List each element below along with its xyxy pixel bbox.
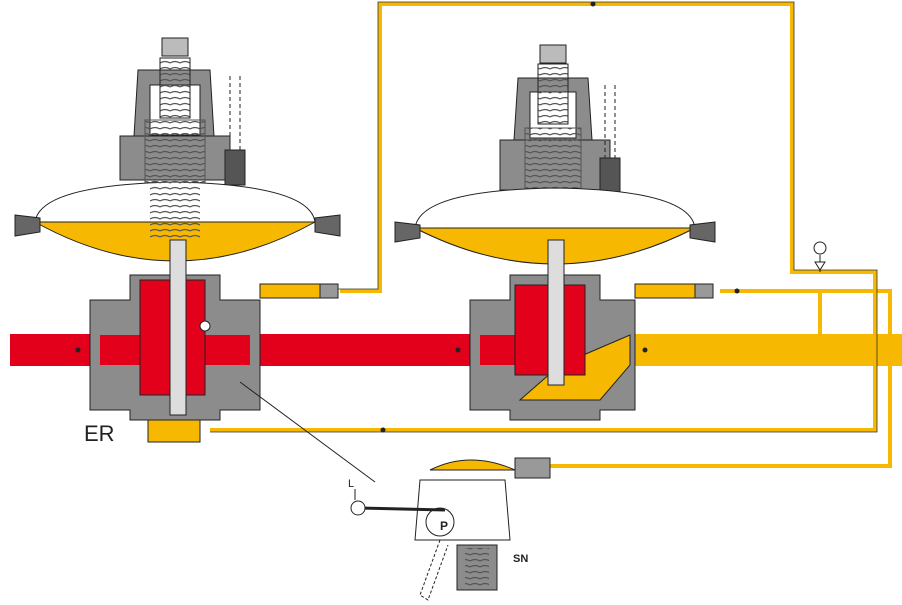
pilot-valve-sn [239,381,551,601]
label-sn: SN [513,553,529,565]
label-l: L [348,478,355,490]
label-er: ER [84,421,115,446]
regulator-right [394,44,716,421]
regulator-left [14,37,341,443]
impulse-line-outlines [210,1,878,433]
outlet-pipe-yellow [630,334,902,366]
impulse-lines [210,2,892,468]
label-p: P [440,519,449,533]
pipe-segment-between [260,334,470,366]
port-marker-icon [199,320,211,332]
pressure-gauge-icon [813,241,827,272]
